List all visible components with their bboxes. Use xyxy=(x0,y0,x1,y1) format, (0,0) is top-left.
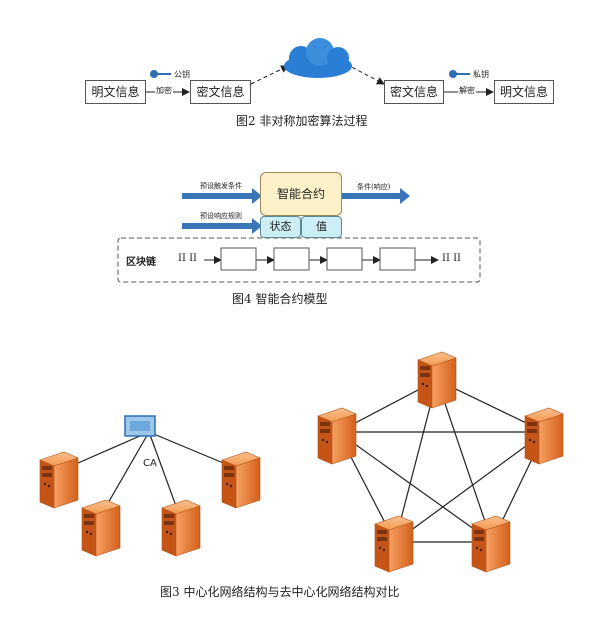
chain-start-marker: II II xyxy=(178,253,197,264)
fig3-caption: 图3 中心化网络结构与去中心化网络结构对比 xyxy=(160,585,400,599)
cloud-icon xyxy=(284,38,352,78)
chain-blocks xyxy=(220,247,416,271)
plaintext-box-left: 明文信息 xyxy=(85,80,146,104)
condition-response-label: 条件(响应) xyxy=(357,183,391,191)
chain-end-marker: II II xyxy=(442,253,461,264)
value-box: 值 xyxy=(301,216,342,238)
ca-label: CA xyxy=(143,458,157,469)
centralized-links xyxy=(61,431,241,518)
server-icon xyxy=(81,499,121,557)
chain-block xyxy=(273,247,310,271)
ca-certificate-icon xyxy=(124,415,156,437)
server-icon xyxy=(524,407,564,465)
chain-block xyxy=(326,247,363,271)
blockchain-frame xyxy=(117,237,481,283)
server-icon xyxy=(161,499,201,557)
smart-contract-box: 智能合约 xyxy=(260,172,342,216)
trigger-condition-label: 预设触发条件 xyxy=(200,182,242,190)
decrypt-label: 解密 xyxy=(458,85,476,96)
private-key-label: 私钥 xyxy=(473,70,489,79)
chain-block xyxy=(379,247,416,271)
server-icon xyxy=(417,351,457,409)
fig4-input-arrow-trigger xyxy=(182,188,262,204)
ciphertext-box-right: 密文信息 xyxy=(384,80,444,104)
fig2-caption: 图2 非对称加密算法过程 xyxy=(236,114,368,128)
encrypt-label: 加密 xyxy=(155,85,173,96)
server-icon xyxy=(39,451,79,509)
ciphertext-box-left: 密文信息 xyxy=(190,80,251,104)
response-rule-label: 预设响应规则 xyxy=(200,212,242,220)
server-icon xyxy=(471,515,511,573)
state-box: 状态 xyxy=(260,216,301,238)
server-icon xyxy=(221,451,261,509)
chain-block xyxy=(220,247,257,271)
fig4-caption: 图4 智能合约模型 xyxy=(232,292,328,306)
fig4-input-arrow-rule xyxy=(182,218,262,234)
private-key-icon xyxy=(449,70,470,78)
blockchain-label: 区块链 xyxy=(126,257,156,268)
public-key-icon xyxy=(150,70,171,78)
server-icon xyxy=(317,407,357,465)
public-key-label: 公钥 xyxy=(174,70,190,79)
fig4-output-arrow xyxy=(342,188,410,204)
plaintext-box-right: 明文信息 xyxy=(494,80,554,104)
server-icon xyxy=(374,515,414,573)
